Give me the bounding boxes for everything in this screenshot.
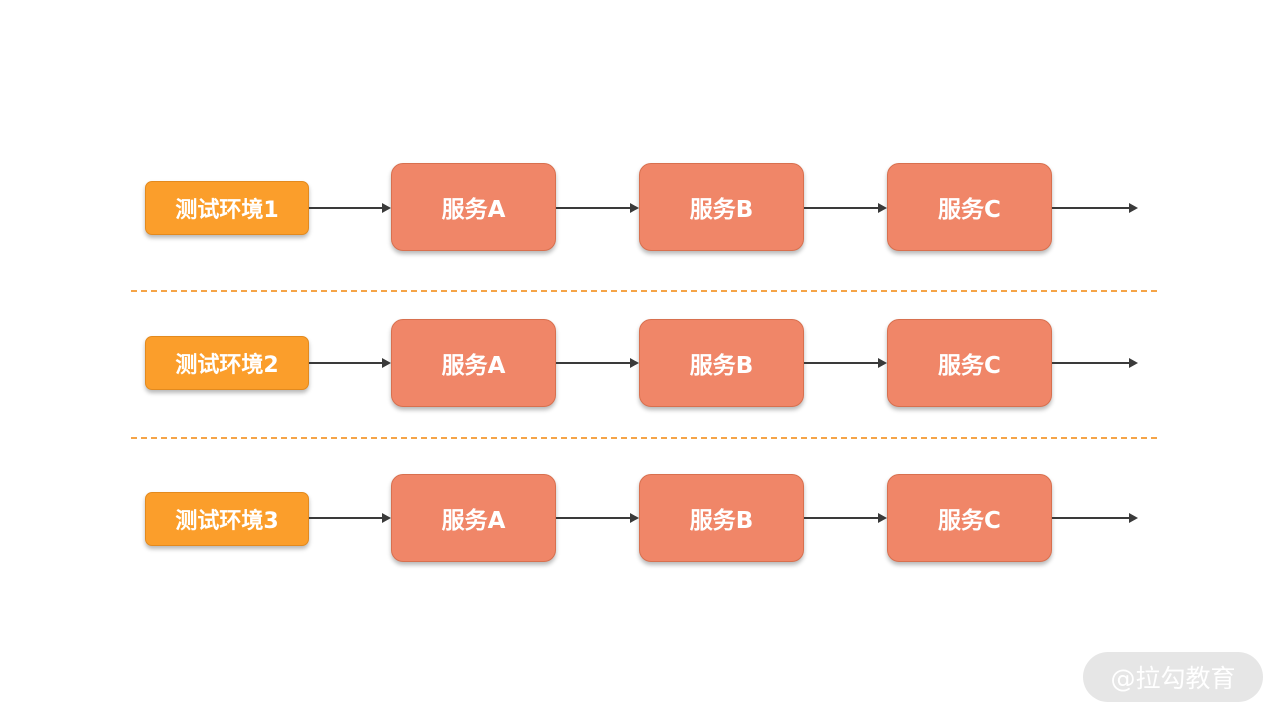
flow-arrow	[556, 358, 639, 368]
flow-arrow	[556, 203, 639, 213]
service-b-box: 服务B	[639, 319, 804, 407]
environment-row-3: 测试环境3 服务A 服务B 服务C	[0, 474, 1280, 564]
service-a-box: 服务A	[391, 163, 556, 251]
flow-arrow	[556, 513, 639, 523]
environment-row-2: 测试环境2 服务A 服务B 服务C	[0, 319, 1280, 409]
service-a-box: 服务A	[391, 319, 556, 407]
flow-arrow	[1052, 513, 1138, 523]
environment-box: 测试环境3	[145, 492, 309, 546]
service-c-box: 服务C	[887, 163, 1052, 251]
service-a-box: 服务A	[391, 474, 556, 562]
divider-line	[131, 437, 1157, 439]
service-c-box: 服务C	[887, 474, 1052, 562]
environment-box: 测试环境2	[145, 336, 309, 390]
service-b-box: 服务B	[639, 474, 804, 562]
flow-arrow	[1052, 358, 1138, 368]
flow-arrow	[804, 203, 887, 213]
flow-arrow	[309, 203, 391, 213]
environment-row-1: 测试环境1 服务A 服务B 服务C	[0, 163, 1280, 253]
watermark: @拉勾教育	[1083, 652, 1263, 702]
environment-box: 测试环境1	[145, 181, 309, 235]
flow-arrow	[804, 513, 887, 523]
flow-arrow	[1052, 203, 1138, 213]
flow-arrow	[804, 358, 887, 368]
flow-arrow	[309, 513, 391, 523]
service-b-box: 服务B	[639, 163, 804, 251]
flow-arrow	[309, 358, 391, 368]
service-c-box: 服务C	[887, 319, 1052, 407]
divider-line	[131, 290, 1157, 292]
